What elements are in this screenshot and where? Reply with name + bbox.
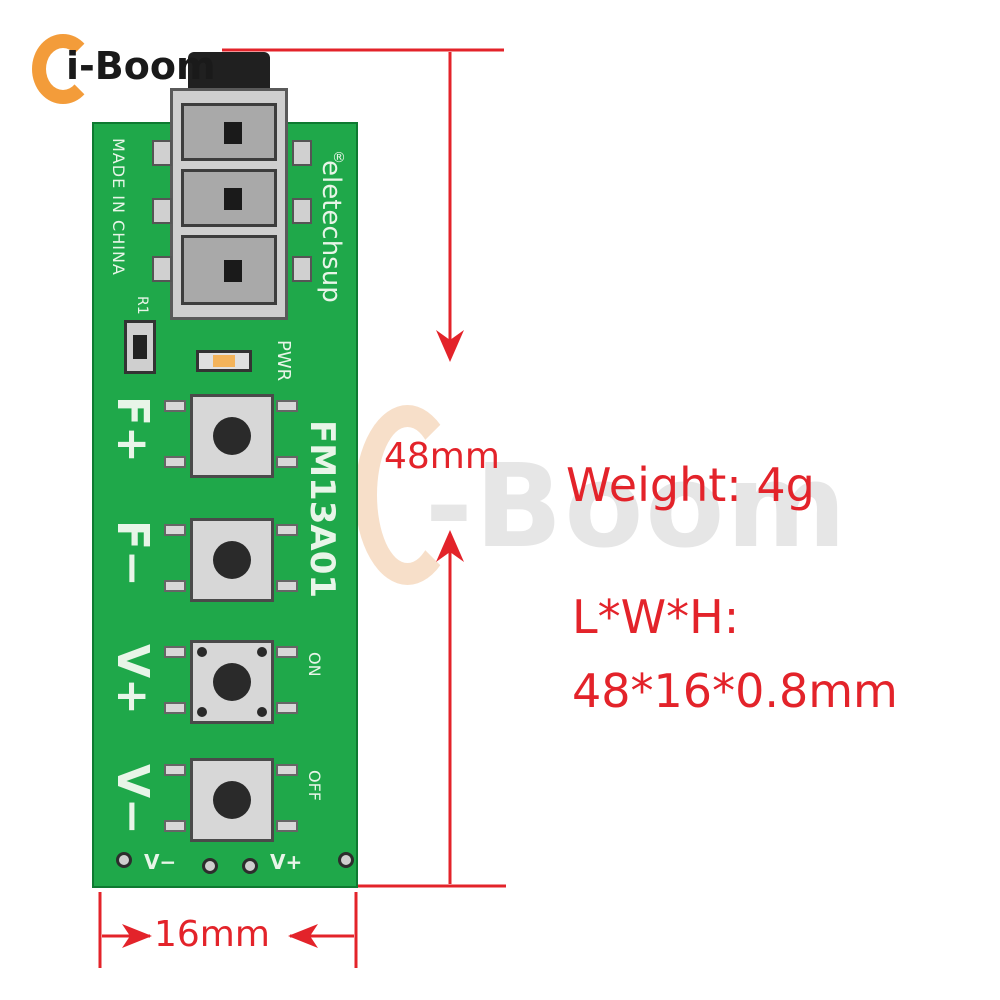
pad-hole-3 xyxy=(242,858,258,874)
length-arrowhead-up xyxy=(436,530,464,562)
button-f-minus xyxy=(190,518,274,602)
registered-mark: ® xyxy=(332,150,346,166)
power-led xyxy=(196,350,252,372)
button-v-minus xyxy=(190,758,274,842)
watermark-text: -Boom xyxy=(425,440,849,574)
width-arrowhead-left xyxy=(288,924,318,948)
button-v-plus xyxy=(190,640,274,724)
audio-jack-barrel xyxy=(188,52,270,94)
width-label: 16mm xyxy=(154,914,270,955)
pad-label-right: V+ xyxy=(270,850,303,874)
lwh-value: 48*16*0.8mm xyxy=(572,664,898,718)
width-arrowhead-right xyxy=(122,924,152,948)
weight-text: Weight: 4g xyxy=(566,458,815,512)
pad-label-left: V− xyxy=(144,850,177,874)
length-label: 48mm xyxy=(384,436,500,477)
pad-hole-4 xyxy=(338,852,354,868)
logo-text: i-Boom xyxy=(66,44,216,88)
button-f-plus xyxy=(190,394,274,478)
audio-jack xyxy=(170,88,288,320)
brand-logo: i-Boom xyxy=(30,30,230,110)
length-arrowhead-down xyxy=(436,330,464,362)
pad-hole-1 xyxy=(116,852,132,868)
pad-hole-2 xyxy=(202,858,218,874)
lwh-label: L*W*H: xyxy=(572,590,740,644)
resistor-r1 xyxy=(124,320,156,374)
